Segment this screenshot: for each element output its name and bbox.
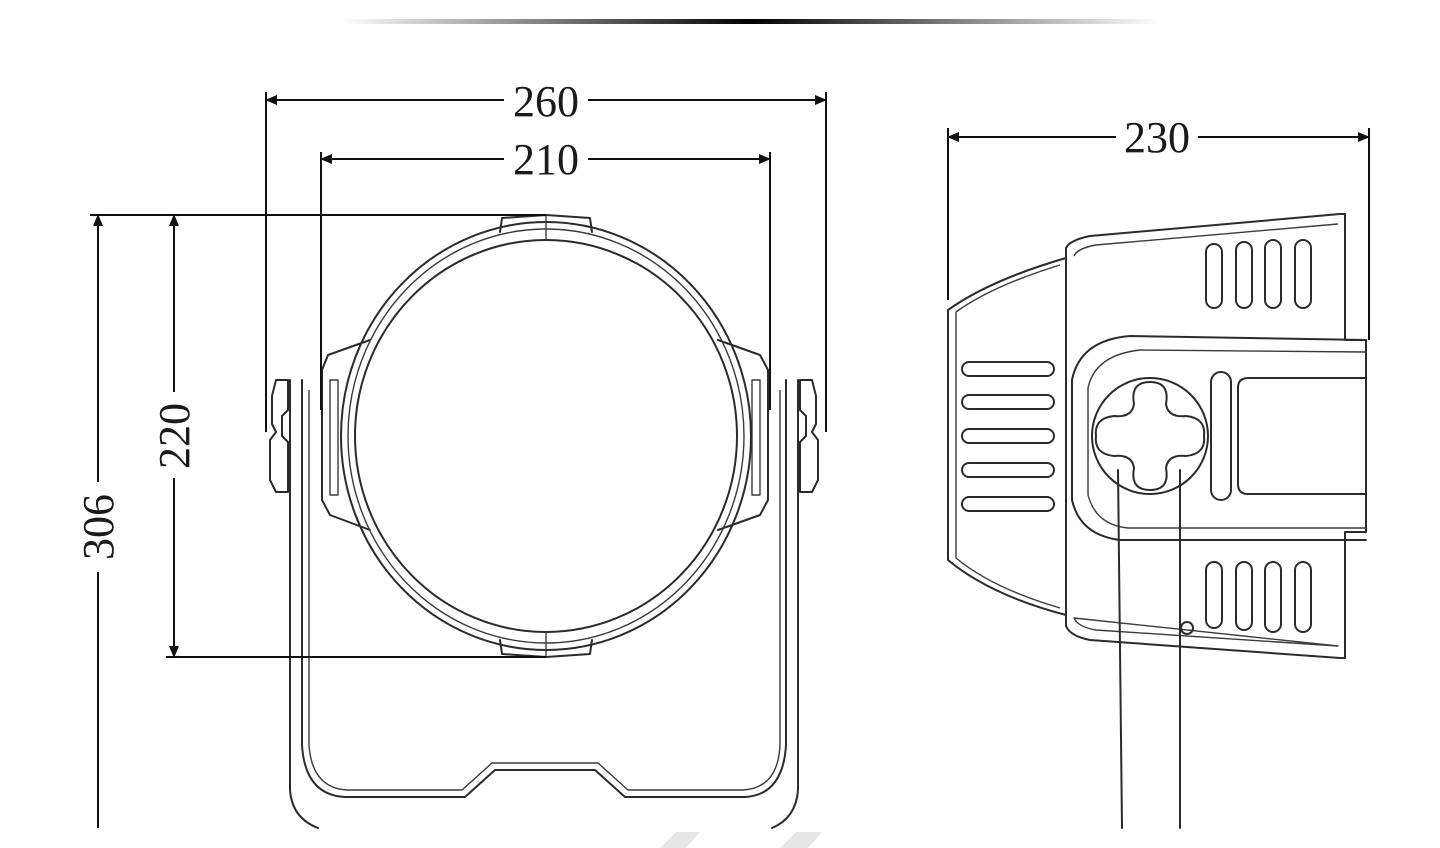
side-rear-vent-4 <box>961 462 1055 478</box>
watermark <box>660 832 822 848</box>
side-knob-ring <box>1091 377 1209 495</box>
front-yoke-inner2 <box>308 390 781 791</box>
side-mount-slot <box>1210 371 1232 501</box>
side-mount-window <box>1237 377 1367 495</box>
front-bracket-right-inner <box>751 379 761 496</box>
front-knob-right <box>799 379 819 493</box>
front-bracket-left-inner <box>329 379 339 496</box>
side-rear-dome <box>947 257 1067 616</box>
side-top-vent-1 <box>1205 243 1223 309</box>
side-star-knob <box>1094 381 1206 491</box>
dim-overall-height: 306 <box>74 494 123 560</box>
side-mount-plate-inner <box>1087 349 1367 529</box>
side-mount-plate <box>1071 335 1367 541</box>
front-housing-mid <box>347 228 745 644</box>
side-rear-vent-5 <box>961 496 1055 512</box>
dim-depth: 230 <box>1124 113 1190 162</box>
front-knob-left <box>269 379 289 493</box>
side-body-outer <box>1065 213 1367 659</box>
side-rear-vent-2 <box>961 394 1055 410</box>
front-bracket-right <box>717 339 769 531</box>
side-rear-vent-3 <box>961 428 1055 444</box>
side-view: 230 <box>947 113 1370 829</box>
top-gradient-bar <box>340 19 1160 24</box>
side-bottom-vent-1 <box>1205 561 1223 629</box>
side-top-vent-4 <box>1294 239 1312 309</box>
front-bracket-left <box>321 339 371 531</box>
side-bottom-vent-3 <box>1264 561 1282 633</box>
side-rear-dome-inner <box>955 264 1061 609</box>
front-yoke-inner <box>301 379 787 798</box>
side-yoke-arm <box>1117 469 1181 829</box>
side-rear-vent-1 <box>961 361 1055 377</box>
side-bottom-vent-2 <box>1235 561 1253 631</box>
front-view: 260 210 220 306 <box>74 77 827 829</box>
side-top-vent-3 <box>1264 239 1282 309</box>
side-screw <box>1180 621 1194 635</box>
dim-outer-width: 260 <box>513 77 579 126</box>
side-body-inner <box>1073 223 1339 647</box>
dim-body-height: 220 <box>150 403 199 469</box>
dim-inner-width: 210 <box>513 135 579 184</box>
side-top-vent-2 <box>1235 241 1253 309</box>
side-bottom-vent-4 <box>1294 561 1312 633</box>
front-lens <box>354 239 738 633</box>
front-yoke-outer <box>289 379 799 829</box>
front-housing-outer <box>340 221 752 651</box>
